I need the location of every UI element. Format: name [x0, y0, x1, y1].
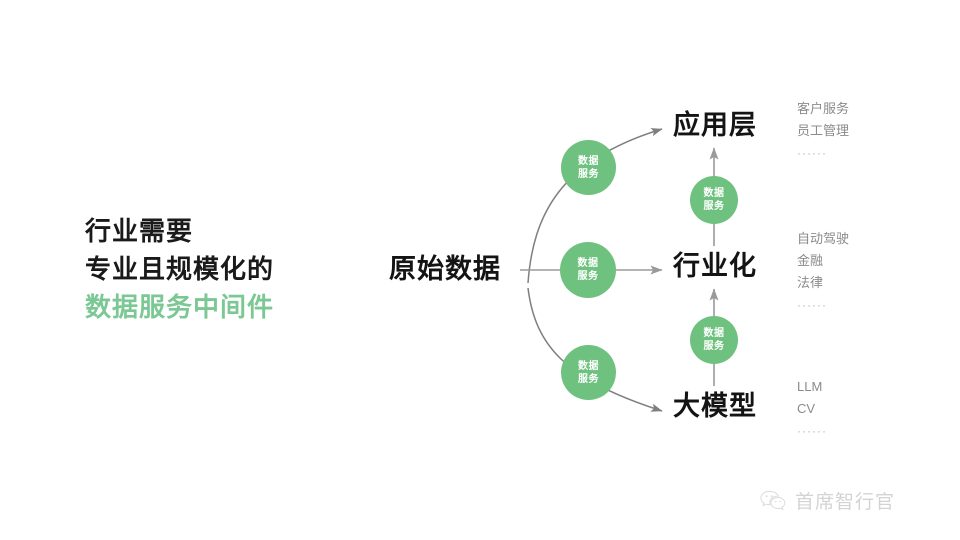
detail-item: 金融	[797, 253, 824, 268]
service-node-middle-straight[interactable]: 数据 服务	[560, 242, 616, 298]
service-node-line2: 服务	[577, 271, 599, 282]
layer-label-application: 应用层	[673, 110, 757, 140]
headline-line-2: 专业且规模化的	[85, 254, 275, 284]
arrow-source-to-application	[527, 128, 663, 284]
detail-item: CV	[797, 401, 816, 416]
layer-label-model: 大模型	[673, 391, 757, 421]
detail-list-model: LLM CV ······	[797, 376, 827, 442]
detail-list-application: 客户服务 员工管理 ······	[797, 98, 849, 164]
service-node-line1: 数据	[703, 188, 725, 199]
service-node-line1: 数据	[703, 328, 725, 339]
service-node-line1: 数据	[578, 360, 599, 372]
service-node-upper-curve[interactable]: 数据 服务	[561, 140, 616, 195]
service-node-line2: 服务	[703, 201, 725, 212]
service-node-industry-to-application[interactable]: 数据 服务	[690, 176, 738, 224]
source-node-label: 原始数据	[389, 254, 501, 284]
detail-item: 自动驾驶	[797, 231, 850, 246]
service-node-lower-curve[interactable]: 数据 服务	[561, 345, 616, 400]
service-node-model-to-industry[interactable]: 数据 服务	[690, 316, 738, 364]
headline-line-1: 行业需要	[85, 216, 194, 246]
service-node-line1: 数据	[577, 258, 599, 269]
service-node-line2: 服务	[578, 373, 599, 385]
layer-label-industry: 行业化	[673, 251, 757, 281]
service-node-line1: 数据	[578, 155, 599, 167]
detail-ellipsis: ······	[797, 298, 827, 312]
watermark: 首席智行官	[760, 487, 895, 514]
watermark-text: 首席智行官	[795, 492, 896, 513]
headline-block: 行业需要 专业且规模化的 数据服务中间件	[85, 212, 385, 326]
detail-item: LLM	[797, 379, 823, 394]
detail-list-industry: 自动驾驶 金融 法律 ······	[797, 228, 849, 316]
detail-item: 法律	[797, 275, 824, 290]
detail-item: 员工管理	[797, 123, 850, 138]
service-node-line2: 服务	[578, 168, 599, 180]
detail-item: 客户服务	[797, 101, 850, 116]
detail-ellipsis: ······	[797, 146, 827, 160]
service-node-line2: 服务	[703, 341, 725, 352]
headline-line-3-accent: 数据服务中间件	[85, 292, 275, 322]
wechat-icon	[760, 490, 786, 510]
detail-ellipsis: ······	[797, 424, 827, 438]
arrow-source-to-model	[527, 287, 663, 412]
